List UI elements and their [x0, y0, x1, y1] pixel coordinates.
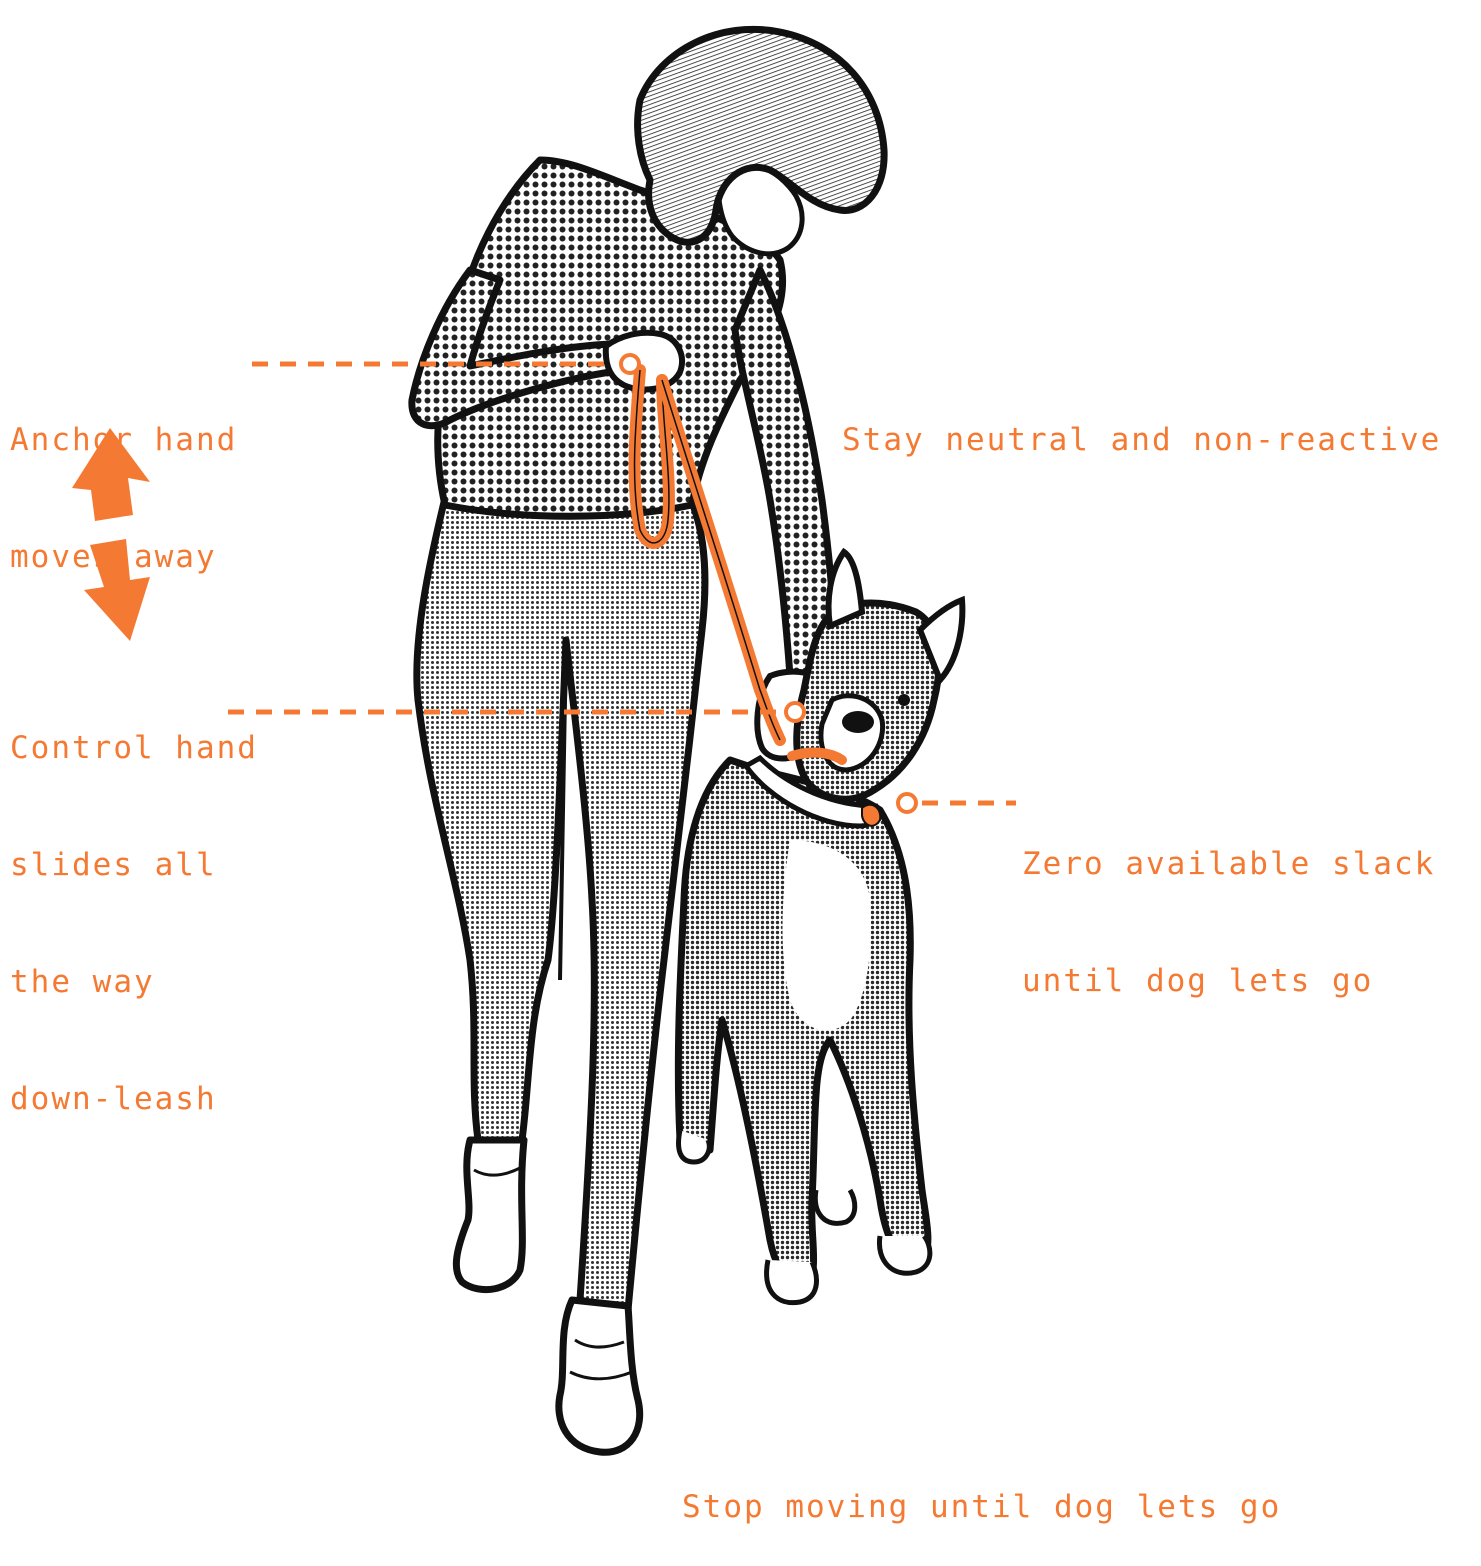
dog-left-ear	[829, 552, 862, 626]
stay-neutral-label: Stay neutral and non-reactive	[842, 343, 1441, 499]
control-hand-label: Control hand slides all the way down-lea…	[10, 651, 258, 1158]
stop-moving-label: Stop moving until dog lets go	[682, 1410, 1281, 1566]
anchor-hand-label: Anchor hand moves away	[10, 343, 237, 616]
control-hand-label-line-1: Control hand	[10, 729, 258, 768]
control-hand-marker-icon	[786, 703, 804, 721]
dog-figure	[678, 552, 962, 1303]
anchor-hand-marker-icon	[621, 355, 639, 373]
illustration-stage: Anchor hand moves away Control hand slid…	[0, 0, 1481, 1475]
control-hand-label-line-4: down-leash	[10, 1080, 258, 1119]
dog-eye	[898, 694, 910, 706]
zero-slack-label-line-2: until dog lets go	[1022, 962, 1435, 1001]
control-hand-label-line-3: the way	[10, 963, 258, 1002]
anchor-hand-label-line-1: Anchor hand	[10, 421, 237, 460]
dog-body	[678, 760, 928, 1288]
anchor-hand-label-line-2: moves away	[10, 538, 237, 577]
zero-slack-label-line-1: Zero available slack	[1022, 845, 1435, 884]
woman-right-arm	[735, 270, 836, 676]
dog-nose	[842, 711, 874, 733]
stay-neutral-label-text: Stay neutral and non-reactive	[842, 421, 1441, 460]
zero-slack-marker-icon	[898, 794, 916, 812]
woman-right-shoe	[559, 1300, 640, 1452]
zero-slack-label: Zero available slack until dog lets go	[1022, 767, 1435, 1040]
control-hand-label-line-2: slides all	[10, 846, 258, 885]
stop-moving-label-text: Stop moving until dog lets go	[682, 1488, 1281, 1527]
woman-left-shoe	[456, 1140, 524, 1290]
dog-chest	[783, 840, 872, 1030]
